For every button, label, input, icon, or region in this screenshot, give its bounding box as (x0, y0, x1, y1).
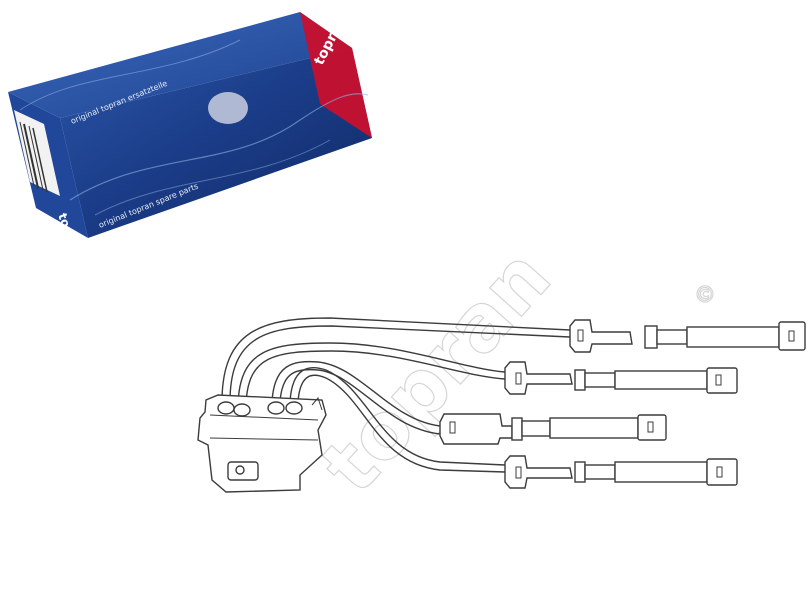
spark-plug-connector-2 (504, 361, 738, 395)
hologram-sticker (208, 92, 248, 124)
ignition-cable-kit-drawing (197, 317, 806, 493)
spark-plug-connector-4 (504, 455, 738, 489)
ignition-coil-block (197, 394, 327, 493)
barcode (14, 110, 60, 196)
watermark-symbol: © (694, 283, 716, 308)
ignition-cables (221, 317, 571, 473)
product-box: topran topran topran original topran ers… (8, 12, 372, 258)
spark-plug-connector-1 (569, 319, 806, 353)
spark-plug-connector-3 (439, 413, 667, 445)
